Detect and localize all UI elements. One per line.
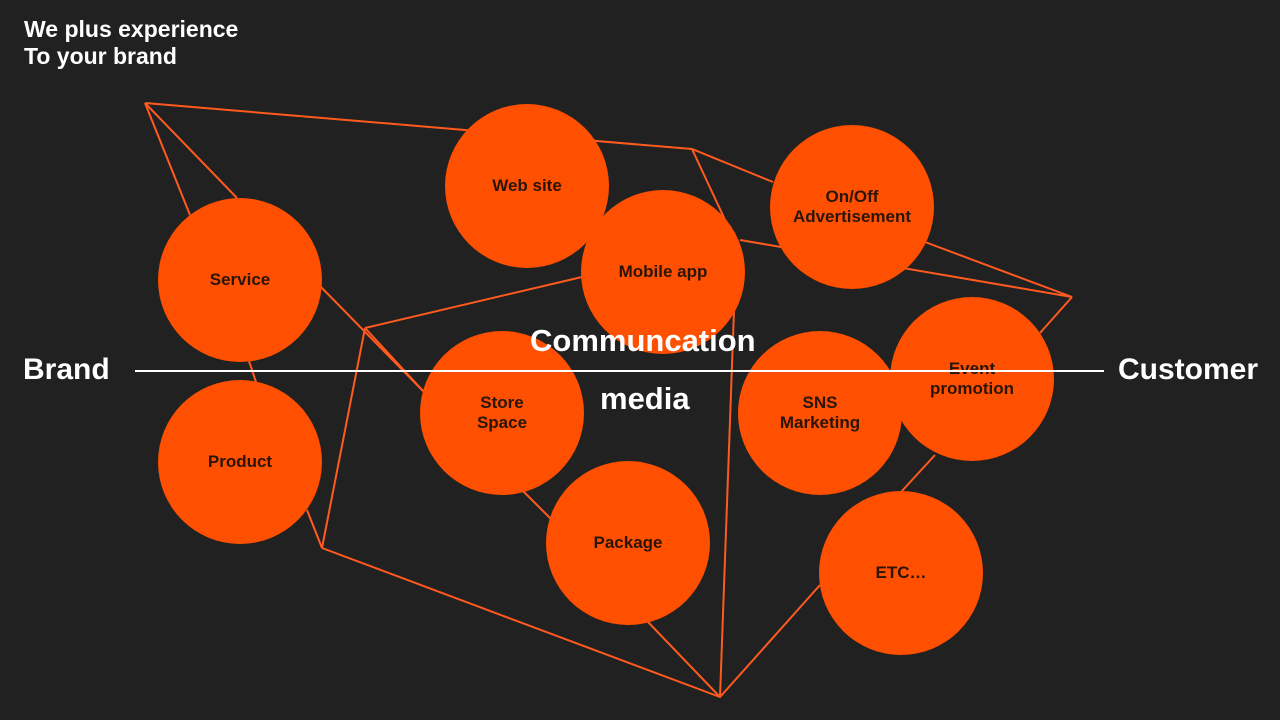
node-event-promotion: Event promotion — [890, 297, 1054, 461]
node-store-space-label: Store Space — [476, 393, 528, 432]
node-package: Package — [546, 461, 710, 625]
node-mobile-app-label: Mobile app — [618, 262, 708, 281]
node-service-label: Service — [209, 270, 271, 289]
connector-hub-store — [364, 327, 425, 393]
headline: We plus experience To your brand — [24, 16, 238, 70]
connector-product-south — [306, 509, 323, 549]
node-product: Product — [158, 380, 322, 544]
center-label-line-2: media — [600, 381, 690, 416]
connector-apex-service-right — [144, 102, 238, 199]
connector-event-etc — [900, 454, 936, 493]
node-etc: ETC… — [819, 491, 983, 655]
axis-label-customer: Customer — [1118, 353, 1259, 386]
node-etc-label: ETC… — [875, 563, 927, 582]
connector-apex-service-left — [144, 102, 191, 216]
node-sns-marketing-label: SNS Marketing — [779, 393, 861, 432]
node-store-space: Store Space — [420, 331, 584, 495]
node-website: Web site — [445, 104, 609, 268]
node-advertisement: On/Off Advertisement — [770, 125, 934, 289]
brand-customer-axis — [135, 370, 1104, 372]
connector-east-event — [1039, 296, 1073, 334]
connector-hub-south — [321, 327, 366, 549]
connector-advert-east — [924, 241, 1073, 298]
connector-mobile-bottom — [719, 309, 735, 698]
node-website-label: Web site — [492, 176, 562, 195]
node-advertisement-label: On/Off Advertisement — [792, 187, 912, 226]
center-label-line-1: Communcation — [530, 323, 756, 358]
connector-mobile-hub — [364, 276, 583, 329]
axis-label-brand: Brand — [23, 353, 110, 386]
node-event-promotion-label: Event promotion — [929, 359, 1015, 398]
headline-line-2: To your brand — [24, 43, 177, 69]
headline-line-1: We plus experience — [24, 16, 239, 42]
node-mobile-app: Mobile app — [581, 190, 745, 354]
node-package-label: Package — [593, 533, 663, 552]
connector-store-package — [521, 489, 553, 521]
node-sns-marketing: SNS Marketing — [738, 331, 902, 495]
connector-package-bottom — [647, 621, 721, 698]
node-product-label: Product — [207, 452, 273, 471]
node-service: Service — [158, 198, 322, 362]
